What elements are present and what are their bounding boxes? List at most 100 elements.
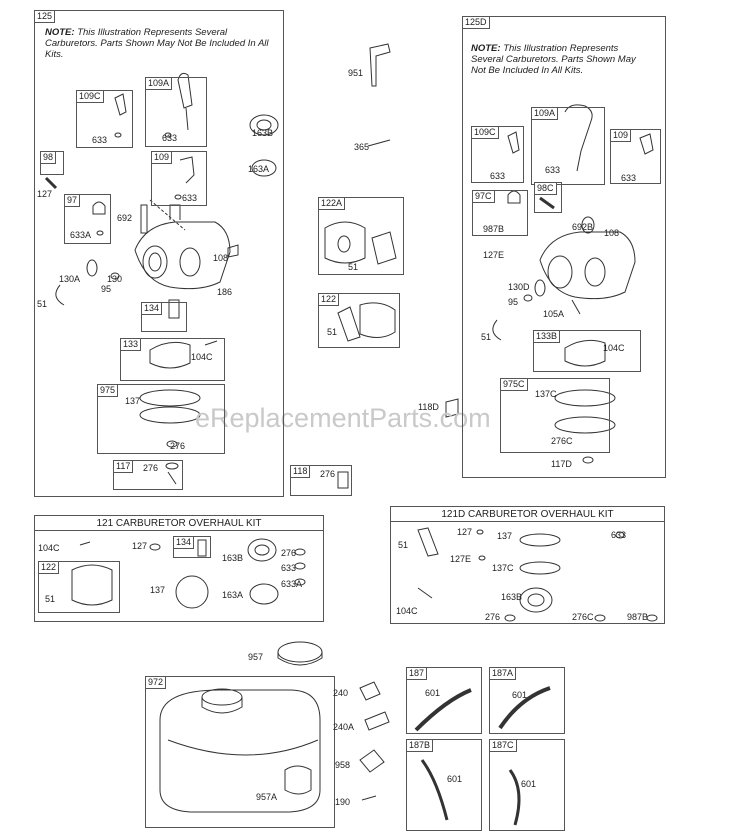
label: 127E bbox=[483, 250, 505, 260]
tag-187: 187 bbox=[406, 667, 428, 680]
label: 104C bbox=[603, 343, 625, 353]
label: 105A bbox=[543, 309, 565, 319]
label: 104C bbox=[396, 606, 418, 616]
group-134-kit: 134 bbox=[173, 536, 211, 558]
tag-117: 117 bbox=[113, 460, 134, 473]
label: 137C bbox=[492, 563, 514, 573]
tag-98: 98 bbox=[40, 151, 57, 164]
group-125: 125 NOTE: This Illustration Represents S… bbox=[34, 10, 284, 497]
tag-109c: 109C bbox=[76, 90, 104, 103]
label: 108 bbox=[213, 253, 229, 263]
kit-121d-title: 121D CARBURETOR OVERHAUL KIT bbox=[441, 509, 614, 520]
tag-125d: 125D bbox=[462, 16, 490, 29]
group-975: 975 bbox=[97, 384, 225, 454]
label: 95 bbox=[101, 284, 112, 294]
group-98c: 98C bbox=[534, 182, 562, 213]
group-109a-right: 109A bbox=[531, 107, 605, 185]
label: 987B bbox=[627, 612, 649, 622]
label: 957 bbox=[248, 652, 264, 662]
group-109-right: 109 bbox=[610, 129, 661, 184]
label: 633 bbox=[490, 171, 506, 181]
label: 633 bbox=[162, 133, 178, 143]
group-187a: 187A bbox=[489, 667, 565, 734]
middle-parts bbox=[324, 43, 459, 489]
fuel-parts bbox=[159, 641, 551, 826]
label: 127 bbox=[457, 527, 473, 537]
group-134: 134 bbox=[141, 302, 187, 332]
group-98: 98 bbox=[40, 151, 64, 175]
label: 240A bbox=[333, 722, 355, 732]
tag-125: 125 bbox=[34, 10, 56, 23]
group-187c: 187C bbox=[489, 739, 565, 831]
label: 163B bbox=[501, 592, 523, 602]
label: 51 bbox=[481, 332, 492, 342]
group-122a: 122A bbox=[318, 197, 404, 275]
watermark: eReplacementParts.com bbox=[195, 403, 491, 433]
group-118: 118 bbox=[290, 465, 352, 496]
label: 130 bbox=[107, 274, 123, 284]
kit-121-parts bbox=[71, 538, 306, 609]
label: 633 bbox=[281, 563, 297, 573]
tag-97: 97 bbox=[64, 194, 81, 207]
label: 163A bbox=[248, 164, 270, 174]
group-125d: 125D NOTE: This Illustration Represents … bbox=[462, 16, 666, 478]
tag-97c: 97C bbox=[472, 190, 495, 203]
label: 51 bbox=[37, 299, 48, 309]
group-187: 187 bbox=[406, 667, 482, 734]
tag-109a-right: 109A bbox=[531, 107, 559, 120]
label: 186 bbox=[217, 287, 233, 297]
label: 137C bbox=[535, 389, 557, 399]
kit-121d-rule bbox=[391, 521, 664, 522]
label: 51 bbox=[348, 262, 359, 272]
group-117: 117 bbox=[113, 460, 183, 490]
tag-134: 134 bbox=[141, 302, 163, 315]
label: 601 bbox=[425, 688, 441, 698]
tag-118: 118 bbox=[290, 465, 311, 478]
kit-121d-parts bbox=[417, 527, 658, 622]
label: 276 bbox=[485, 612, 501, 622]
tag-109: 109 bbox=[151, 151, 173, 164]
tag-122-kit: 122 bbox=[38, 561, 60, 574]
label: 957A bbox=[256, 792, 278, 802]
label: 987B bbox=[483, 224, 505, 234]
group-109c: 109C bbox=[76, 90, 133, 148]
kit-121: 121 CARBURETOR OVERHAUL KIT bbox=[34, 515, 324, 622]
group-97c: 97C bbox=[472, 190, 528, 236]
label: 51 bbox=[45, 594, 56, 604]
label: 163B bbox=[252, 128, 274, 138]
group-109a: 109A bbox=[145, 77, 207, 147]
label: 130D bbox=[508, 282, 530, 292]
group-187b: 187B bbox=[406, 739, 482, 831]
group-109c-right: 109C bbox=[471, 126, 524, 183]
label: 137 bbox=[125, 396, 141, 406]
tag-187c: 187C bbox=[489, 739, 517, 752]
label: 95 bbox=[508, 297, 519, 307]
label: 137 bbox=[497, 531, 513, 541]
label: 51 bbox=[327, 327, 338, 337]
label: 633 bbox=[92, 135, 108, 145]
label: 137 bbox=[150, 585, 166, 595]
tag-972: 972 bbox=[145, 676, 167, 689]
tag-109-right: 109 bbox=[610, 129, 632, 142]
label: 601 bbox=[447, 774, 463, 784]
label: 276C bbox=[572, 612, 594, 622]
note-left: NOTE: This Illustration Represents Sever… bbox=[45, 27, 270, 60]
label: 601 bbox=[521, 779, 537, 789]
group-97: 97 bbox=[64, 194, 111, 244]
label: 276 bbox=[170, 441, 186, 451]
label: 633 bbox=[611, 530, 627, 540]
tag-133: 133 bbox=[120, 338, 142, 351]
label: 276 bbox=[281, 548, 297, 558]
tag-122: 122 bbox=[318, 293, 340, 306]
label: 276C bbox=[551, 436, 573, 446]
label: 601 bbox=[512, 690, 528, 700]
label: 692 bbox=[117, 213, 133, 223]
label: 130A bbox=[59, 274, 81, 284]
tag-109c-right: 109C bbox=[471, 126, 499, 139]
tag-122a: 122A bbox=[318, 197, 346, 210]
note-text: This Illustration Represents Several Car… bbox=[45, 27, 269, 60]
label: 51 bbox=[398, 540, 409, 550]
label: 127 bbox=[132, 541, 148, 551]
group-975c: 975C bbox=[500, 378, 610, 453]
